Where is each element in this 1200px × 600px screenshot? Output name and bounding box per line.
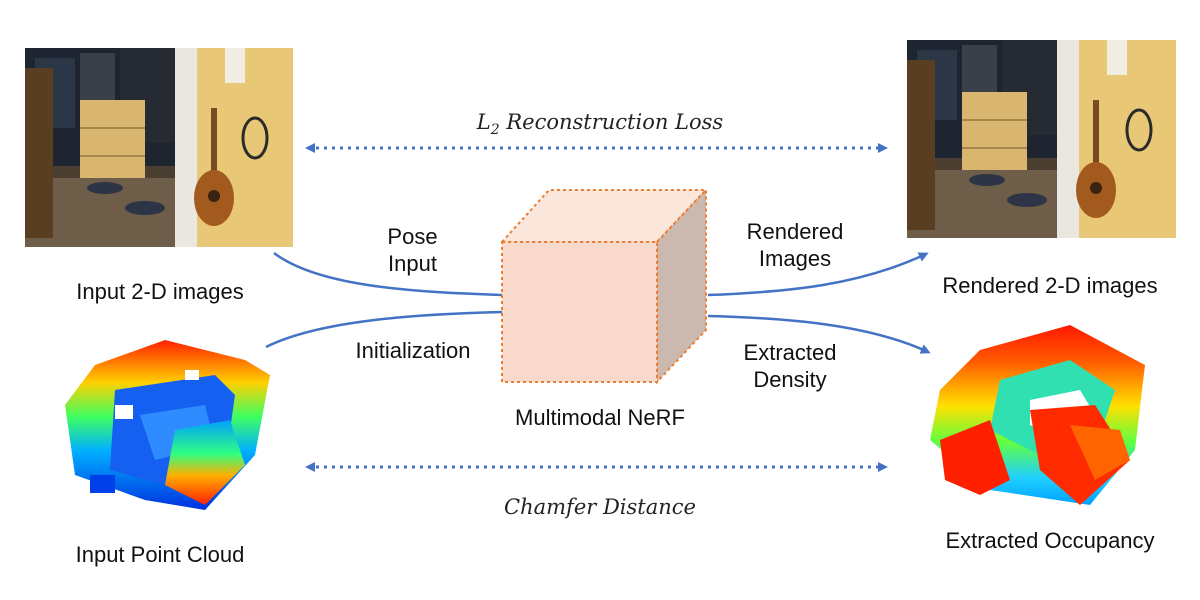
- pose-input-label: Pose Input: [365, 223, 460, 277]
- input-image: [25, 48, 293, 247]
- loss-text: Reconstruction Loss: [506, 110, 724, 134]
- rendered-images-arrow: [707, 252, 929, 297]
- input-point-cloud-label: Input Point Cloud: [75, 542, 245, 567]
- nerf-cube: [499, 187, 709, 385]
- input-point-cloud-image: [55, 335, 280, 525]
- pose-label-line1: Pose: [387, 224, 438, 249]
- initialization-curve: [265, 310, 503, 349]
- reconstruction-loss-label: L2 Reconstruction Loss: [420, 110, 780, 138]
- rendered-images-caption: Rendered 2-D images: [942, 273, 1158, 298]
- extracted-label-line1: Extracted: [743, 340, 837, 365]
- rendered-images-flow-label: Rendered Images: [725, 218, 865, 272]
- extracted-density-arrow: [707, 314, 931, 354]
- extracted-occupancy-label: Extracted Occupancy: [945, 528, 1155, 553]
- nerf-label: Multimodal NeRF: [515, 405, 685, 430]
- chamfer-distance-label: Chamfer Distance: [504, 495, 696, 519]
- input-images-label: Input 2-D images: [76, 279, 244, 304]
- extracted-occupancy-image: [920, 320, 1160, 515]
- pose-label-line2: Input: [388, 251, 437, 276]
- rendered-label-line2: Images: [758, 246, 832, 271]
- rendered-label-line1: Rendered: [746, 219, 844, 244]
- rendered-image: [907, 40, 1176, 238]
- pose-input-curve: [273, 252, 503, 297]
- loss-subscript: 2: [490, 122, 500, 139]
- initialization-label: Initialization: [355, 338, 471, 363]
- extracted-density-label: Extracted Density: [720, 339, 860, 393]
- extracted-label-line2: Density: [753, 367, 827, 392]
- loss-symbol: L: [476, 110, 491, 134]
